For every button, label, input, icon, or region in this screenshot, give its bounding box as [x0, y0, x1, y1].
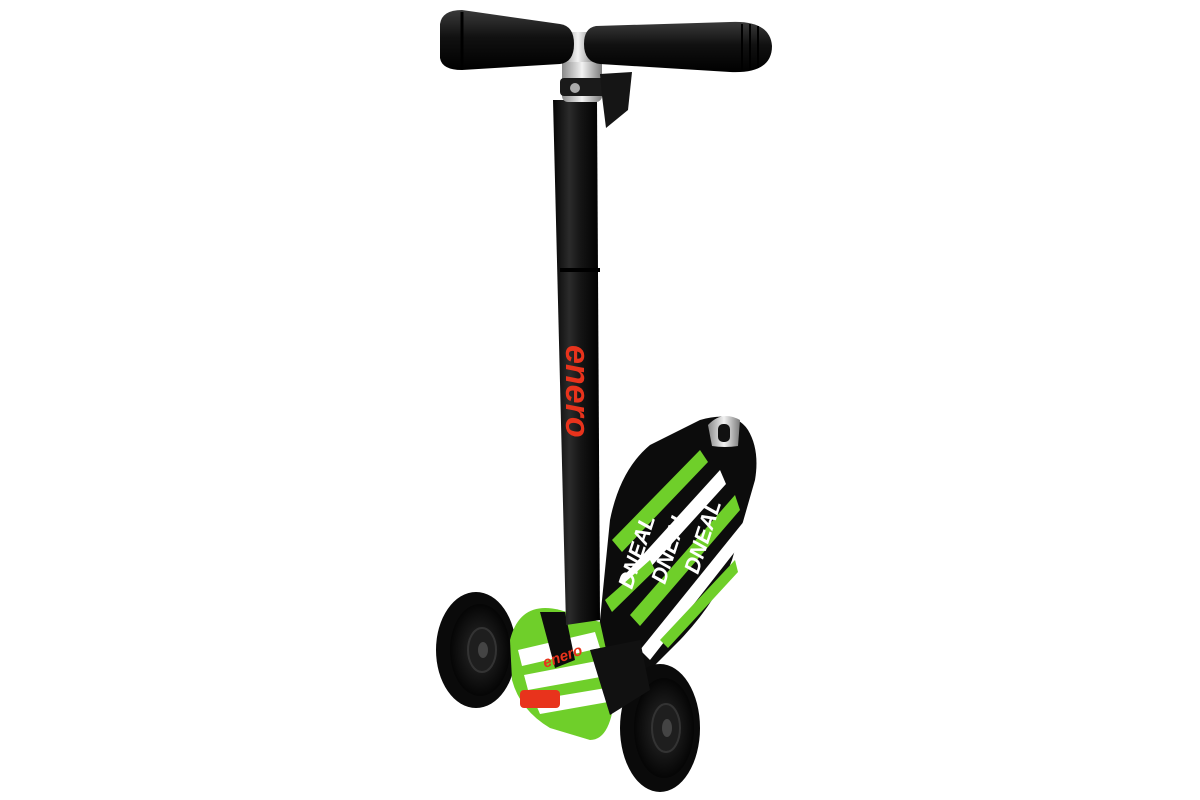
stem: enero: [553, 100, 600, 625]
stem-brand-logo: enero: [558, 345, 596, 438]
right-grip: [584, 21, 772, 73]
left-grip: [440, 10, 574, 70]
front-base: enero: [510, 608, 650, 740]
front-left-wheel: [436, 592, 516, 708]
handlebar: [440, 10, 772, 73]
deck-graphic: [605, 450, 748, 660]
stem-clamp: [560, 56, 632, 128]
deck: DNEAL DNEAL DNEAL: [598, 416, 757, 690]
front-red-part: [520, 690, 560, 708]
